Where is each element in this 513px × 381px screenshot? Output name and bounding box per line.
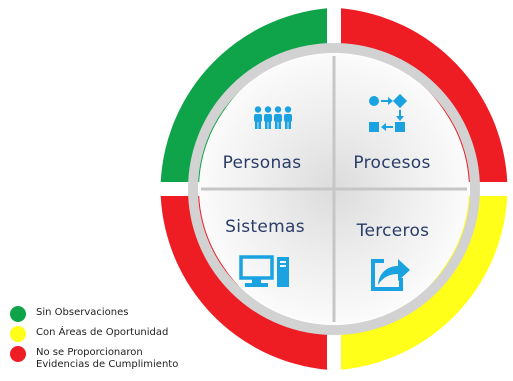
quadrant-label-terceros: Terceros	[356, 221, 430, 241]
legend-label: No se Proporcionaron Evidencias de Cumpl…	[36, 345, 178, 371]
share-arrow-icon	[371, 259, 410, 291]
quadrant-label-procesos: Procesos	[353, 153, 430, 173]
legend-label: Con Áreas de Oportunidad	[36, 327, 169, 338]
green-dot-icon	[10, 306, 26, 322]
red-dot-icon	[10, 346, 26, 362]
legend: Sin Observaciones Con Áreas de Oportunid…	[10, 305, 230, 374]
people-group-icon	[254, 106, 292, 129]
legend-item-yellow: Con Áreas de Oportunidad	[10, 325, 230, 342]
legend-label-line2: Evidencias de Cumplimiento	[36, 359, 179, 370]
legend-item-green: Sin Observaciones	[10, 305, 230, 322]
legend-label-line1: No se Proporcionaron	[36, 347, 143, 358]
quadrant-label-personas: Personas	[223, 153, 302, 173]
inner-ring	[188, 43, 480, 335]
yellow-dot-icon	[10, 326, 26, 342]
legend-item-red: No se Proporcionaron Evidencias de Cumpl…	[10, 345, 230, 371]
process-flow-icon	[369, 93, 408, 132]
legend-label: Sin Observaciones	[36, 307, 129, 318]
quadrant-label-sistemas: Sistemas	[225, 217, 305, 237]
computer-icon	[239, 255, 289, 287]
